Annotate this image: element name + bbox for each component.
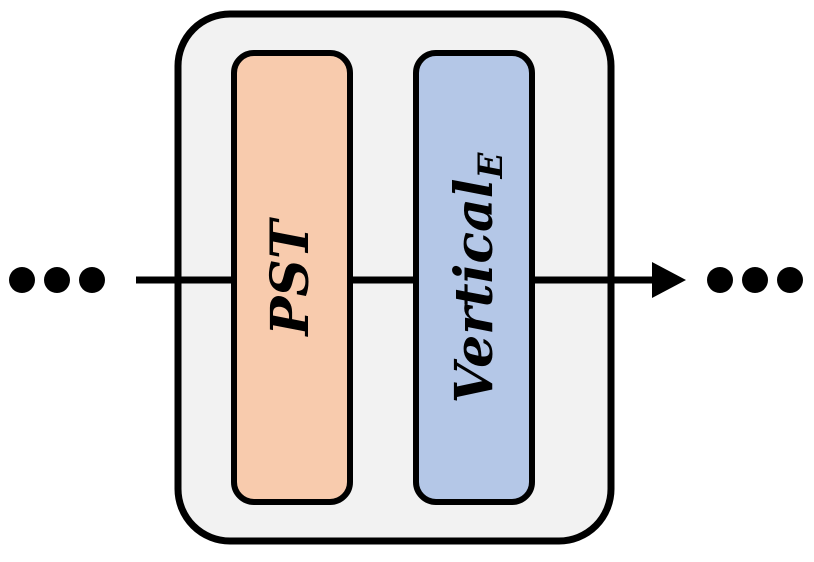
vertical-label: VerticalE xyxy=(444,151,511,403)
pst-label: PST xyxy=(260,217,321,338)
right-ellipsis xyxy=(707,267,803,293)
vertical-label-main: Vertical xyxy=(444,178,505,403)
vertical-label-subscript: E xyxy=(471,151,511,179)
pst-block: PST xyxy=(231,50,353,505)
flow-arrowhead xyxy=(652,262,686,298)
vertical-block: VerticalE xyxy=(413,50,535,505)
left-ellipsis xyxy=(9,267,105,293)
